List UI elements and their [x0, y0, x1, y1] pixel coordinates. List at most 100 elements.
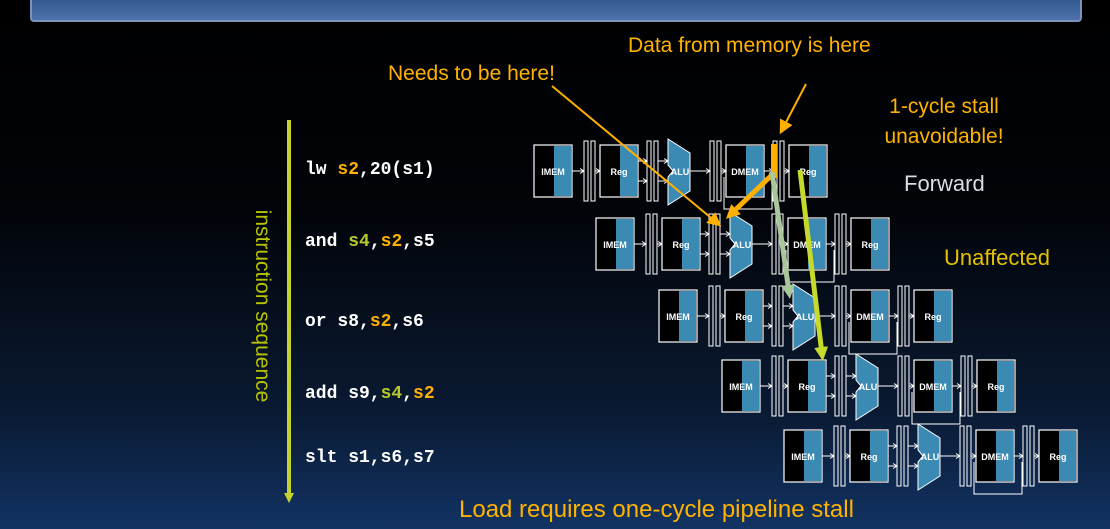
- writeback-reg-stage-label: Reg: [924, 312, 941, 322]
- register-highlight: s2: [337, 160, 360, 180]
- callout-pointer-data-from-memory: [779, 83, 807, 135]
- dmem-stage-label: DMEM: [919, 382, 947, 392]
- pipeline-register: [959, 425, 965, 487]
- register-highlight: s2: [380, 232, 403, 252]
- pipeline-wire-head: [725, 251, 731, 257]
- pipeline-register: [645, 213, 651, 275]
- dmem-stage-label: DMEM: [981, 452, 1009, 462]
- writeback-reg-stage: Reg: [913, 289, 953, 343]
- writeback-reg-stage-label: Reg: [987, 382, 1004, 392]
- pipeline-register: [771, 285, 777, 347]
- pipeline-wire-head: [725, 231, 731, 237]
- imem-stage-label: IMEM: [603, 240, 627, 250]
- pipeline-register: [897, 285, 903, 347]
- register-highlight: s4: [380, 384, 403, 404]
- reg-stage-label: Reg: [798, 382, 815, 392]
- dmem-stage: DMEM: [975, 429, 1015, 483]
- imem-stage: IMEM: [783, 429, 823, 483]
- writeback-reg-stage-label: Reg: [861, 240, 878, 250]
- reg-stage-label: Reg: [735, 312, 752, 322]
- pipeline-register: [903, 425, 909, 487]
- instruction-slt: slt s1,s6,s7: [305, 448, 435, 468]
- pipeline-register: [904, 285, 910, 347]
- alu-stage: ALU: [729, 211, 753, 279]
- pipeline-register: [708, 213, 714, 275]
- instruction-lw: lw s2,20(s1): [305, 160, 435, 180]
- alu-stage-label: ALU: [921, 452, 940, 462]
- pipeline-register: [708, 285, 714, 347]
- pipeline-register: [841, 285, 847, 347]
- instruction-or: or s8,s2,s6: [305, 312, 424, 332]
- instruction-and: and s4,s2,s5: [305, 232, 435, 252]
- pipeline-register: [646, 140, 652, 202]
- register-highlight: s4: [348, 232, 370, 252]
- pipeline-register: [840, 425, 846, 487]
- instruction-text: add s9,: [305, 384, 381, 404]
- pipeline-wire-head: [663, 158, 669, 164]
- instruction-text: ,: [402, 384, 414, 404]
- pipeline-register: [771, 355, 777, 417]
- writeback-reg-stage: Reg: [788, 144, 828, 198]
- instruction-text: or s8,: [305, 312, 370, 332]
- pipeline-register: [771, 213, 777, 275]
- instruction-text: ,s5: [402, 232, 435, 252]
- unaffected-label: Unaffected: [944, 245, 1051, 270]
- title-bar: [30, 0, 1082, 22]
- pipeline-register: [897, 355, 903, 417]
- pipeline-wire-head: [788, 323, 794, 329]
- pipeline-register: [896, 425, 902, 487]
- memory-data-marker: [771, 144, 777, 178]
- instruction-text: and: [305, 232, 349, 252]
- bottom-caption: Load requires one-cycle pipeline stall: [459, 496, 854, 523]
- reg-stage-label: Reg: [610, 167, 627, 177]
- pipeline-rows: IMEMRegALUDMEMRegIMEMRegALUDMEMRegIMEMRe…: [533, 138, 1078, 495]
- pipeline-register: [834, 285, 840, 347]
- instruction-text: ,s6: [391, 312, 424, 332]
- imem-stage: IMEM: [658, 289, 698, 343]
- unaffected-arrow: [797, 169, 829, 361]
- pipeline-register: [715, 213, 721, 275]
- stall-note: 1-cycle stall unavoidable!: [854, 92, 1034, 152]
- writeback-reg-stage-label: Reg: [1049, 452, 1066, 462]
- pipeline-register: [778, 355, 784, 417]
- imem-stage: IMEM: [533, 144, 573, 198]
- impossible-forward-arrow: [725, 170, 777, 219]
- imem-stage: IMEM: [721, 359, 761, 413]
- alu-stage: ALU: [917, 423, 941, 491]
- imem-stage-label: IMEM: [541, 167, 565, 177]
- pipeline-row-or: IMEM Reg ALU DMEM Reg: [658, 283, 953, 355]
- alu-stage: ALU: [667, 138, 691, 206]
- reg-stage: Reg: [849, 429, 889, 483]
- alu-stage: ALU: [792, 283, 816, 351]
- pipeline-register: [833, 425, 839, 487]
- register-highlight: s2: [413, 384, 435, 404]
- pipeline-register: [841, 213, 847, 275]
- pipeline-register: [709, 140, 715, 202]
- pipeline-wire-head: [788, 303, 794, 309]
- writeback-reg-stage: Reg: [850, 217, 890, 271]
- pipeline-register: [779, 140, 785, 202]
- pipeline-register: [778, 285, 784, 347]
- callout-pointer-needs-to-be-here: [551, 85, 722, 227]
- instruction-text: slt s1,s6,s7: [305, 448, 435, 468]
- pipeline-row-add: IMEM Reg ALU DMEM Reg: [721, 353, 1016, 425]
- imem-stage-label: IMEM: [729, 382, 753, 392]
- pipeline-register: [904, 355, 910, 417]
- forward-arrow: [769, 171, 795, 299]
- instruction-text: ,: [369, 232, 381, 252]
- pipeline-register: [583, 140, 589, 202]
- pipeline-wire-head: [913, 463, 919, 469]
- reg-stage: Reg: [599, 144, 639, 198]
- dmem-stage-label: DMEM: [731, 167, 759, 177]
- writeback-reg-stage: Reg: [976, 359, 1016, 413]
- instruction-text: ,20(s1): [359, 160, 435, 180]
- needs-to-be-here-callout: Needs to be here!: [388, 62, 555, 85]
- dmem-stage-label: DMEM: [856, 312, 884, 322]
- reg-stage: Reg: [787, 359, 827, 413]
- pipeline-row-lw: IMEM Reg ALU DMEM Reg: [533, 138, 828, 210]
- pipeline-row-slt: IMEM Reg ALU DMEM Reg: [783, 423, 1078, 495]
- alu-stage-label: ALU: [796, 312, 815, 322]
- alu-stage: ALU: [855, 353, 879, 421]
- instruction-add: add s9,s4,s2: [305, 384, 435, 404]
